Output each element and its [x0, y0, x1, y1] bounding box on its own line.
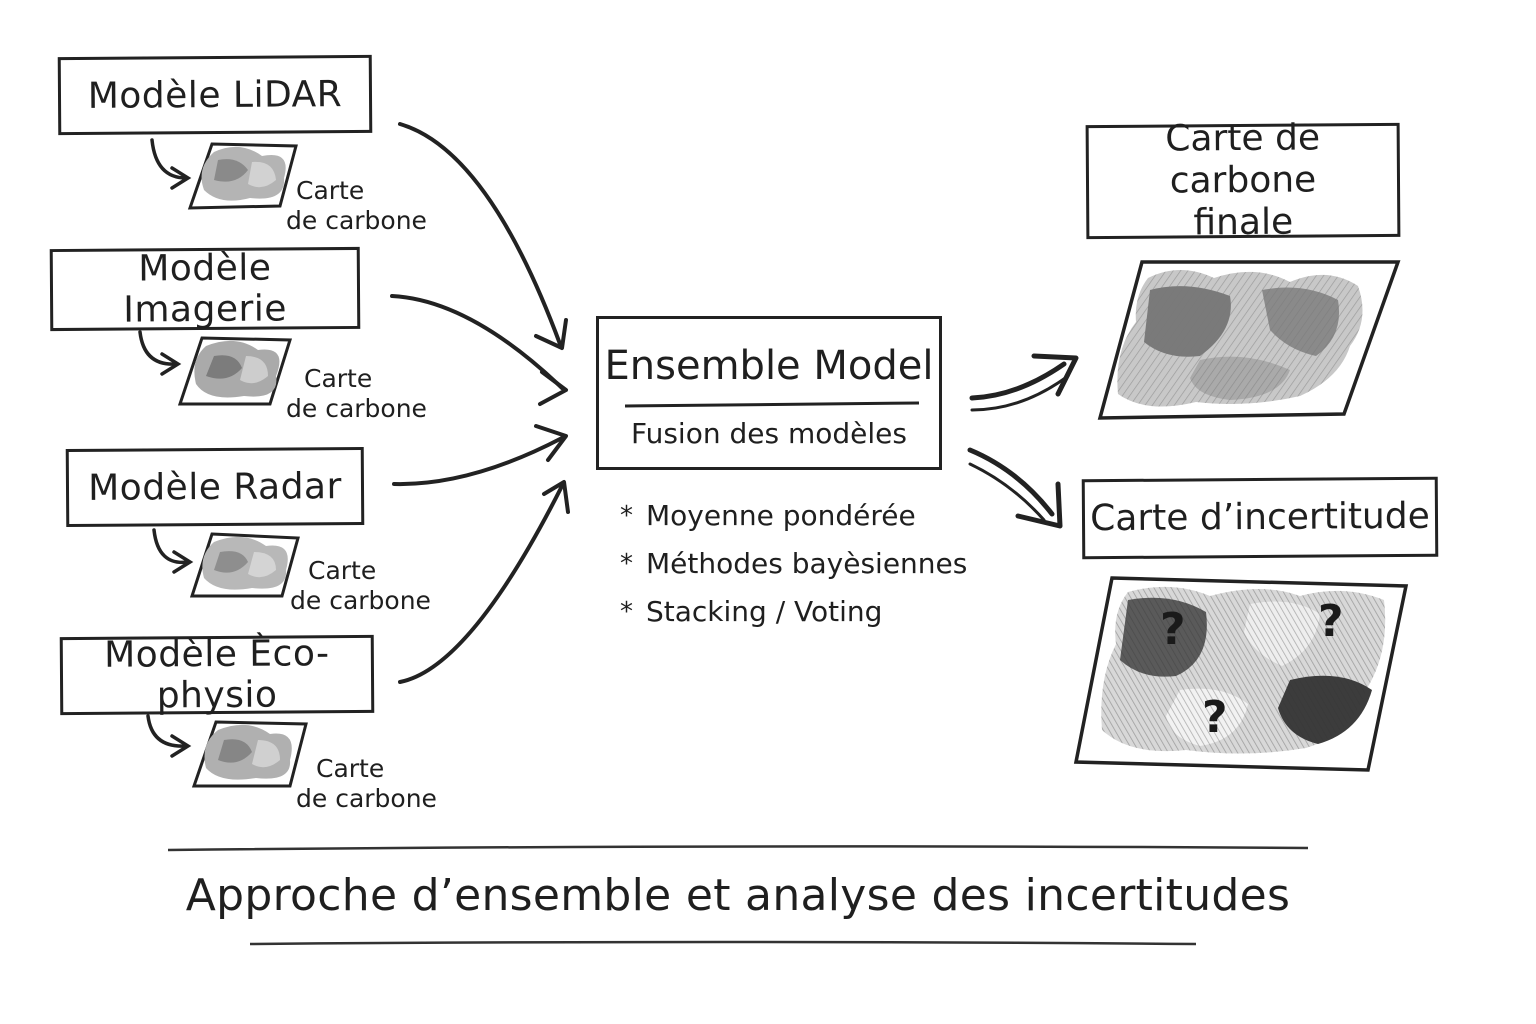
- diagram-caption: Approche d’ensemble et analyse des incer…: [185, 870, 1291, 921]
- input-arrows: [390, 122, 570, 684]
- arrow-eco-physio: [398, 484, 564, 684]
- arrow-imagerie: [390, 294, 564, 390]
- model-to-tile-arrows: [138, 138, 194, 758]
- bullet-star: *: [620, 597, 633, 627]
- ensemble-model-box: Ensemble Model Fusion des modèles: [596, 316, 942, 470]
- ensemble-underline: [624, 401, 920, 408]
- model-imagerie-label: Modèle Imagerie: [123, 247, 288, 331]
- model-box-imagerie: Modèle Imagerie: [49, 246, 361, 332]
- uncertainty-map-box: Carte d’incertitude: [1081, 476, 1439, 560]
- model-box-eco-physio: Modèle Èco-physio: [59, 633, 375, 717]
- model-tiles: [177, 142, 308, 788]
- footer-rule-top: [167, 845, 1309, 852]
- tile-imagerie: [177, 336, 293, 406]
- output-arrows: [967, 353, 1079, 529]
- method-text: Moyenne pondérée: [646, 499, 916, 532]
- final-carbon-map: [1097, 260, 1401, 420]
- model-radar-label: Modèle Radar: [88, 465, 342, 509]
- methods-list: * Moyenne pondérée * Méthodes bayèsienne…: [620, 492, 967, 636]
- final-map-line1: Carte de carbone: [1165, 117, 1321, 202]
- method-item: * Stacking / Voting: [620, 588, 967, 636]
- tile-eco-physio: [191, 720, 308, 788]
- arrow-lidar: [398, 122, 562, 346]
- tile-label-lidar: Carte de carbone: [286, 176, 427, 235]
- tile-label-imagerie: Carte de carbone: [286, 364, 427, 423]
- method-item: * Moyenne pondérée: [620, 492, 967, 540]
- model-lidar-label: Modèle LiDAR: [87, 73, 343, 117]
- final-map-line2: finale: [1193, 201, 1294, 244]
- model-eco-physio-label: Modèle Èco-physio: [104, 633, 330, 717]
- bullet-star: *: [620, 549, 633, 579]
- small-arrow-head-lidar: [170, 166, 192, 190]
- bullet-star: *: [620, 501, 633, 531]
- method-text: Méthodes bayèsiennes: [646, 547, 968, 580]
- uncertainty-map-title: Carte d’incertitude: [1090, 495, 1430, 540]
- ensemble-title: Ensemble Model: [604, 343, 934, 389]
- ensemble-subtitle: Fusion des modèles: [631, 417, 907, 450]
- tile-label-radar: Carte de carbone: [290, 556, 431, 615]
- method-text: Stacking / Voting: [646, 595, 883, 628]
- tile-radar: [189, 532, 300, 598]
- small-arrow-lidar: [150, 138, 188, 180]
- model-box-radar: Modèle Radar: [65, 446, 365, 528]
- footer-rule-bottom: [249, 940, 1197, 946]
- question-mark: ?: [1202, 692, 1228, 743]
- final-map-box: Carte de carbone finale: [1085, 117, 1401, 243]
- tile-label-eco-physio: Carte de carbone: [296, 754, 437, 813]
- model-box-lidar: Modèle LiDAR: [57, 54, 373, 136]
- method-item: * Méthodes bayèsiennes: [620, 540, 967, 588]
- arrow-radar: [392, 436, 564, 487]
- question-mark: ?: [1318, 596, 1344, 647]
- tile-lidar: [187, 142, 298, 210]
- uncertainty-map: [1073, 576, 1409, 772]
- question-mark: ?: [1160, 604, 1186, 655]
